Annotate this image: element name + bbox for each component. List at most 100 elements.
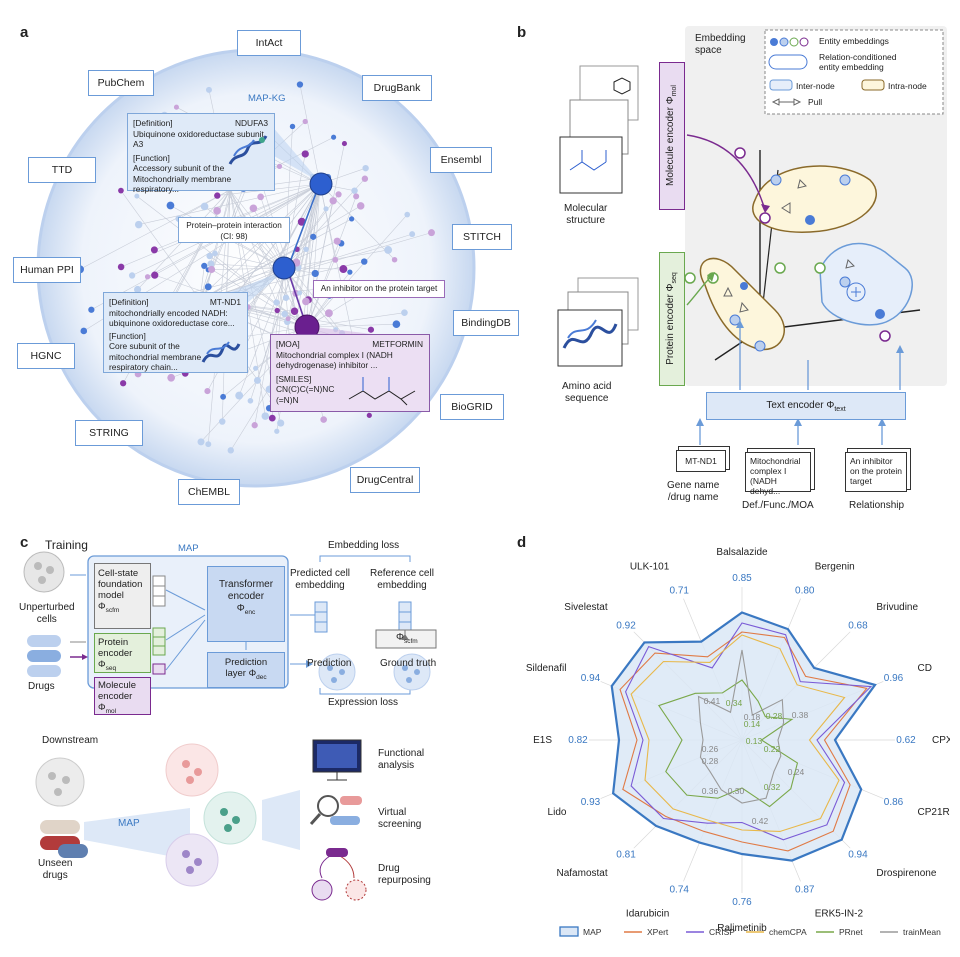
- ndufa3-info-box: NDUFA3 [Definition] Ubiquinone oxidoredu…: [127, 113, 275, 194]
- molecule-c-text: Molecule encoder: [98, 680, 137, 702]
- cellstate-phi: Φ: [98, 601, 106, 612]
- predicted-cell-caption: Predicted cell embedding: [290, 568, 351, 591]
- radar-series-MAP: [610, 611, 877, 862]
- box2-line3: ubiquinone oxidoreductase core...: [109, 318, 235, 328]
- radar-value-label: 0.93: [581, 797, 601, 808]
- box3-line2: Mitochondrial complex I (NADH: [276, 349, 393, 360]
- radar-value-label: 0.76: [732, 897, 752, 908]
- kg-node: [384, 246, 393, 254]
- radar-value-label: 0.62: [896, 735, 916, 746]
- protein-encoder-label: Protein encoder Φseq: [665, 253, 678, 384]
- relationship-caption: Relationship: [849, 500, 905, 511]
- transformer-phi: Φ: [236, 603, 245, 614]
- kg-node: [428, 229, 435, 237]
- embedding-diagram: [557, 26, 947, 445]
- gene-name-caption: Gene name /drug name: [667, 480, 720, 503]
- box3-line4: [SMILES]: [276, 373, 312, 384]
- node-mt-nd1: [272, 256, 296, 280]
- db-ttd: TTD: [28, 157, 96, 183]
- radar-category-label: Sildenafil: [526, 663, 567, 674]
- mt-nd1-tag: MT-ND1: [209, 297, 241, 307]
- kg-node: [134, 285, 142, 294]
- inhibitor-label: An inhibitor on the protein target: [313, 280, 445, 298]
- molecule-encoder-text: Molecule encoder Φ: [665, 96, 676, 186]
- kg-node: [324, 309, 333, 318]
- panel-label-b: b: [517, 24, 527, 41]
- panel-label-a: a: [20, 24, 29, 41]
- legend-label-XPert: XPert: [647, 927, 669, 937]
- kg-node: [200, 202, 209, 211]
- molecule-encoder-label: Molecule encoder Φmol: [665, 63, 678, 208]
- kg-node: [277, 419, 285, 427]
- def-func-caption: Def./Func./MOA: [742, 500, 814, 511]
- radar-value-label: 0.96: [884, 673, 904, 684]
- kg-node: [274, 428, 280, 434]
- reference-cell-caption: Reference cell embedding: [370, 568, 434, 591]
- radar-category-label: CPX: [932, 735, 950, 746]
- box3-line6: (=N)N: [276, 394, 299, 405]
- kg-node: [273, 299, 280, 306]
- radar-value-label: 0.80: [795, 585, 815, 596]
- kg-node: [302, 118, 308, 125]
- legend-intra: Intra-node: [888, 81, 927, 91]
- metformin-structure-icon: [348, 377, 416, 406]
- radar-value-label: 0.74: [670, 885, 690, 896]
- cellstate-model-box: Cell-state foundation model Φscfm: [94, 563, 151, 629]
- kg-node: [204, 283, 212, 291]
- kg-node: [118, 187, 124, 194]
- protein-structure-icon: [228, 135, 268, 165]
- kg-node: [120, 380, 127, 387]
- protein-encoder-text: Protein encoder Φ: [665, 283, 676, 365]
- radar-inner-value: 0.34: [726, 698, 743, 708]
- box2-line2: mitochondrially encoded NADH:: [109, 307, 228, 318]
- kg-node: [320, 416, 327, 423]
- kg-node: [220, 393, 227, 400]
- radar-inner-value: 0.28: [702, 756, 719, 766]
- radar-category-label: Nafamostat: [557, 868, 608, 879]
- kg-node: [297, 290, 303, 296]
- protein-c-text: Protein encoder: [98, 637, 133, 659]
- kg-node: [349, 216, 355, 222]
- legend-entity: Entity embeddings: [819, 36, 889, 46]
- box2-line1: [Definition]: [109, 297, 149, 307]
- unseen-drugs-caption: Unseen drugs: [38, 858, 73, 881]
- box2-line4: [Function]: [109, 330, 146, 341]
- kg-node: [253, 376, 261, 384]
- text-encoder-sub: text: [834, 406, 846, 413]
- db-drugcentral: DrugCentral: [350, 467, 420, 493]
- kg-node: [409, 231, 416, 238]
- radar-value-label: 0.81: [616, 850, 636, 861]
- radar-value-label: 0.82: [568, 735, 588, 746]
- kg-node: [134, 220, 143, 229]
- radar-inner-value: 0.26: [702, 744, 719, 754]
- molecule-encoder-c-box2: Molecule encoder Φmol: [94, 677, 151, 715]
- radar-inner-value: 0.24: [788, 767, 805, 777]
- kg-node: [290, 307, 299, 315]
- transformer-sub: enc: [244, 609, 256, 616]
- kg-node: [150, 246, 158, 254]
- kg-node: [323, 206, 329, 212]
- embedding-loss-label: Embedding loss: [328, 540, 400, 551]
- drug-repurposing-label: Drug repurposing: [378, 863, 431, 886]
- drugs-caption: Drugs: [28, 681, 55, 692]
- cellstate-text: Cell-state foundation model: [98, 568, 143, 601]
- db-string: STRING: [75, 420, 143, 446]
- box3-line1: [MOA]: [276, 339, 300, 349]
- kg-node: [281, 310, 288, 318]
- radar-category-label: Brivudine: [876, 602, 918, 613]
- prediction-layer-text: Prediction layer Φ: [224, 657, 268, 679]
- transformer-encoder-box: Transformer encoder Φenc: [207, 566, 285, 642]
- ppi-line2: (CI: 98): [220, 232, 248, 241]
- radar-category-label: CD: [918, 663, 932, 674]
- radar-category-label: ERK5-IN-2: [815, 909, 864, 920]
- kg-node: [361, 175, 369, 182]
- radar-inner-value: 0.22: [764, 744, 781, 754]
- map-arrow-label: MAP: [118, 818, 140, 829]
- prediction-layer-sub: dec: [256, 673, 267, 681]
- kg-node: [331, 134, 337, 140]
- ground-truth-caption: Ground truth: [380, 658, 437, 669]
- molecule-c-phi: Φ: [98, 702, 106, 713]
- kg-node: [391, 256, 398, 263]
- legend-label-chemCPA: chemCPA: [769, 927, 807, 937]
- scfm-phi: Φ: [396, 632, 404, 643]
